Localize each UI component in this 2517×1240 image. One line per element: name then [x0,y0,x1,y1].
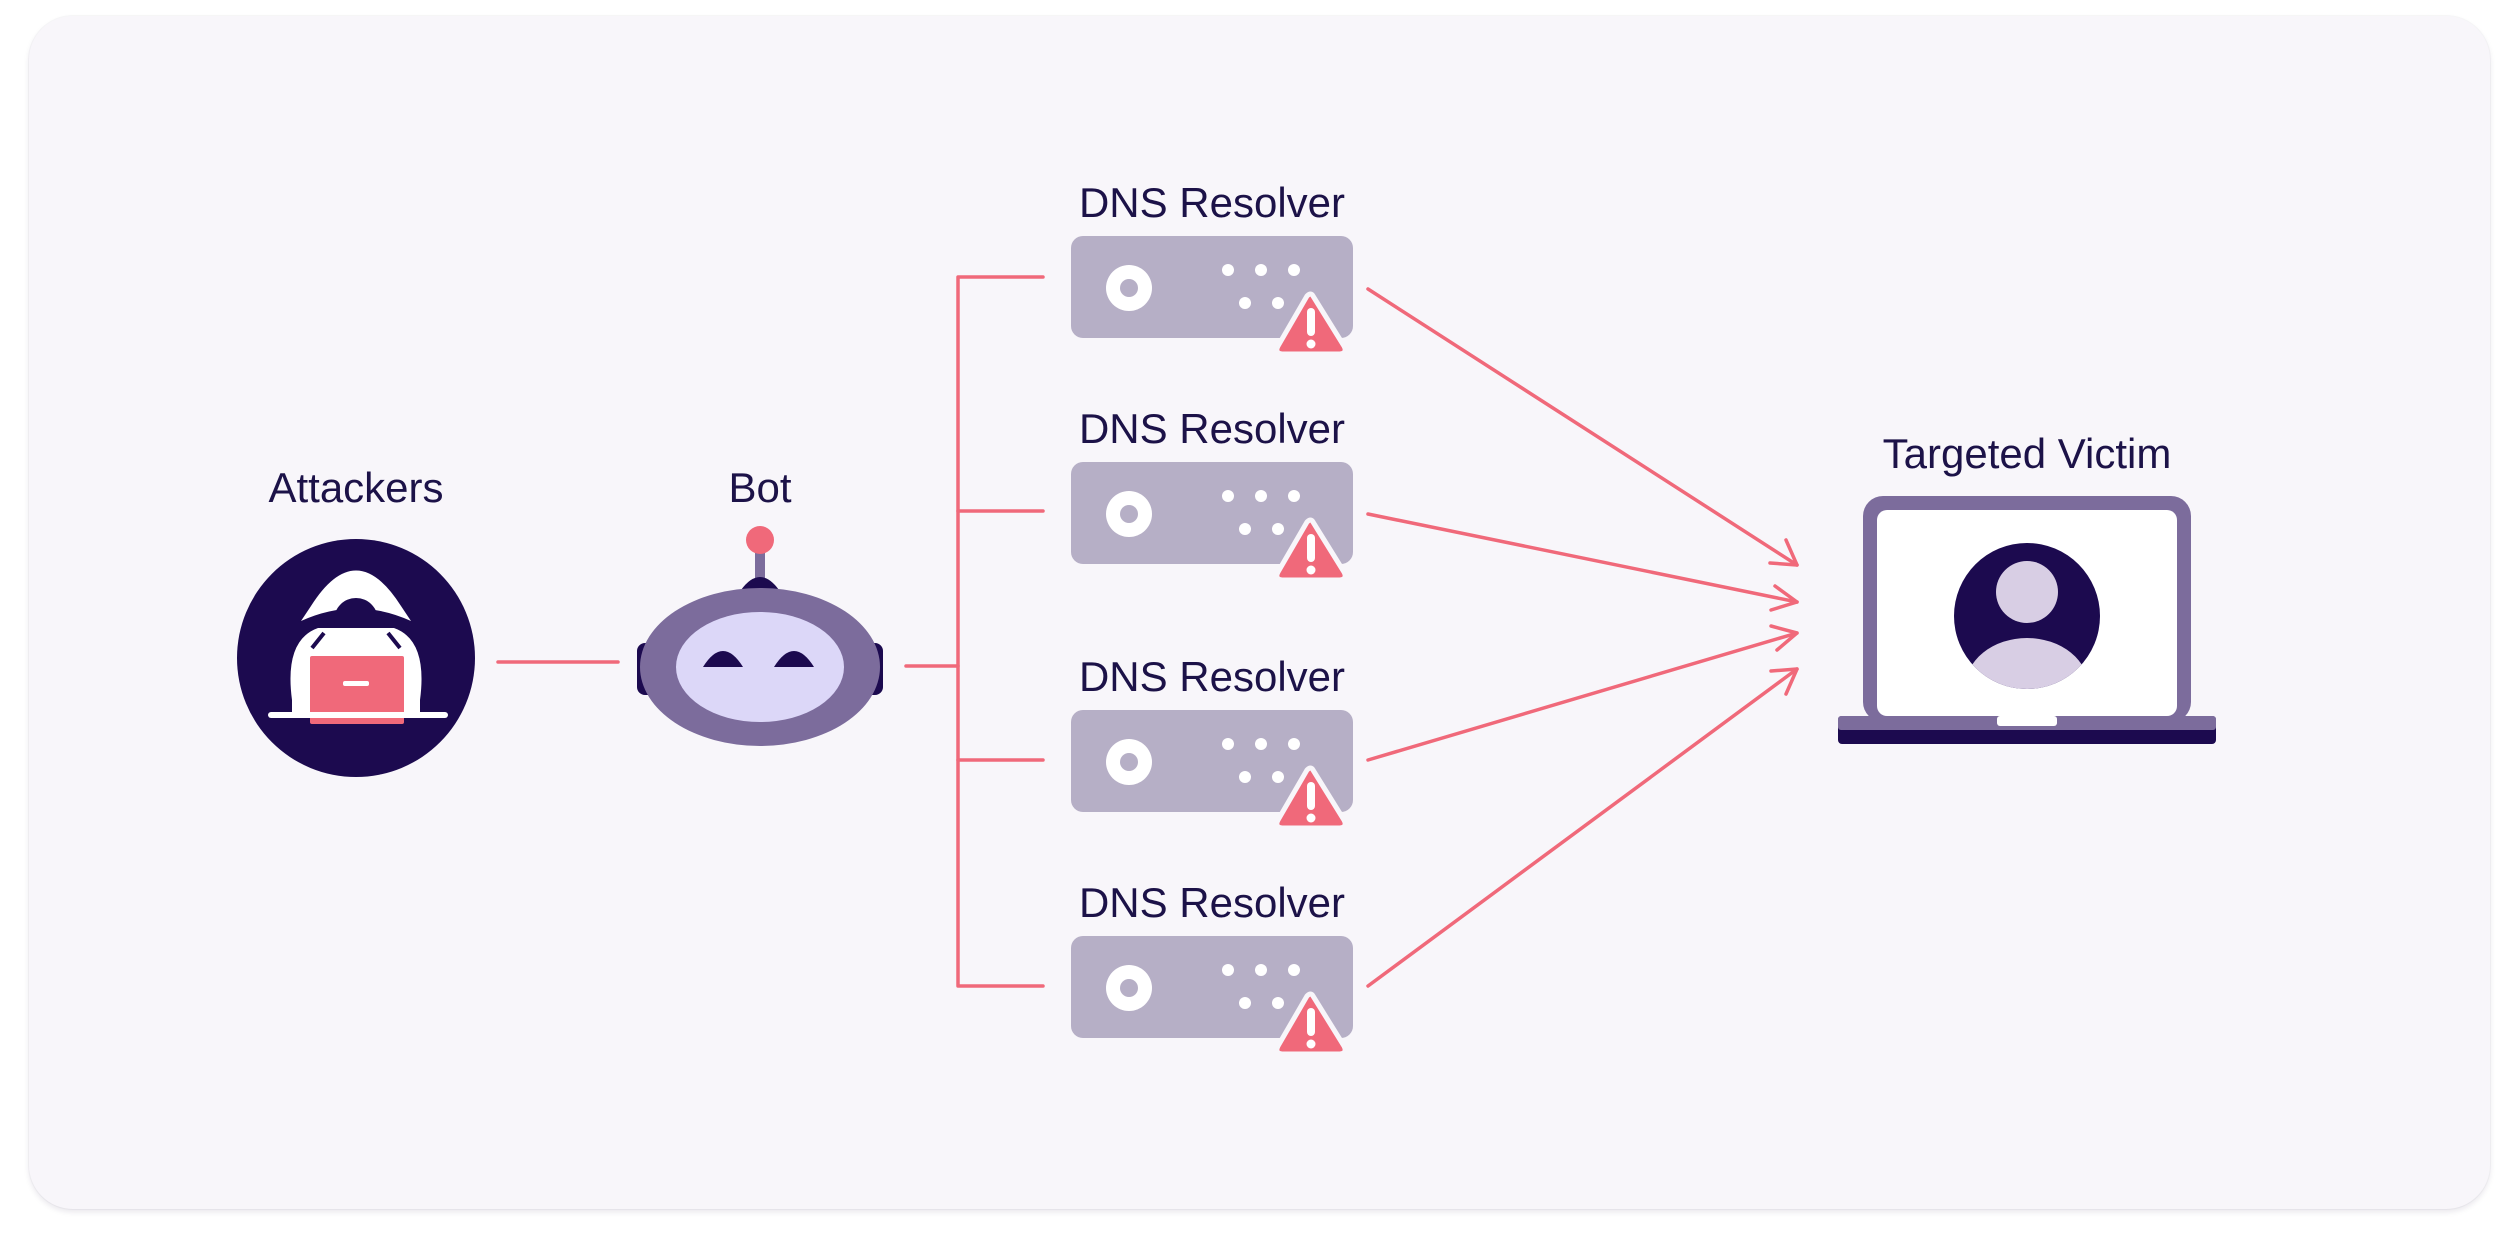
hooded-hacker-icon [237,539,475,777]
warning-icon-2 [1274,517,1348,583]
dns-resolver-label-3: DNS Resolver [1078,653,1346,700]
dns-resolver-label-1: DNS Resolver [1078,179,1346,226]
arrowhead-4 [1769,667,1799,696]
warning-icon-1 [1274,291,1348,357]
connectors [496,275,1799,988]
server-icon-4 [1071,936,1353,1038]
warning-icon-4 [1274,991,1348,1057]
laptop-user-icon [1838,496,2216,744]
server-icon-3 [1071,710,1353,812]
dns-resolver-label-4: DNS Resolver [1078,879,1346,926]
server-icon-1 [1071,236,1353,338]
arrowhead-2 [1769,584,1799,612]
targeted-victim-label: Targeted Victim [1882,430,2172,477]
arrowhead-1 [1768,538,1799,567]
dns-resolver-label-2: DNS Resolver [1078,405,1346,452]
attack-arrow-2 [1366,512,1799,604]
attack-arrow-1 [1366,287,1799,567]
resolver-bracket [956,275,1045,988]
attack-arrow-3 [1366,631,1799,762]
server-icon-2 [1071,462,1353,564]
attackers-label: Attackers [268,464,444,511]
arrowhead-3 [1769,624,1799,652]
attack-arrow-4 [1366,667,1799,988]
bot-label: Bot [728,464,792,511]
robot-icon [637,526,883,746]
warning-icon-3 [1274,765,1348,831]
